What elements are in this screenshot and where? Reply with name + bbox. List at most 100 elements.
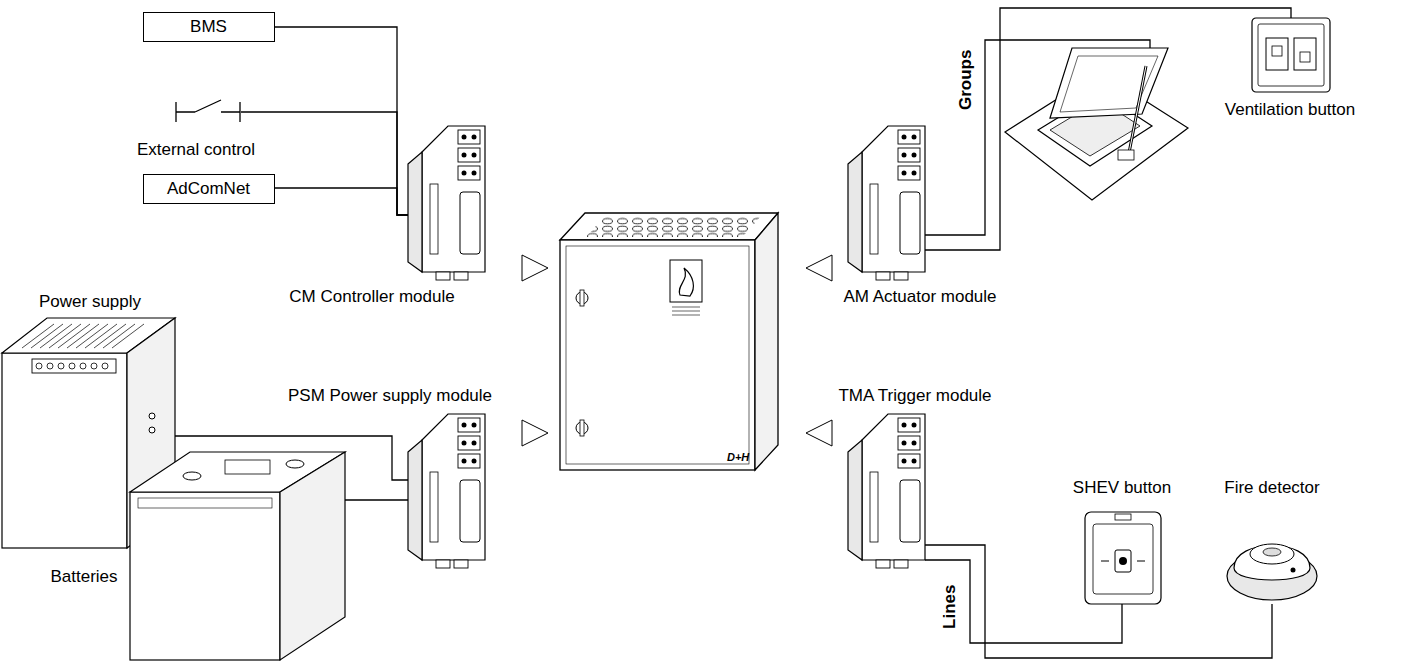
terminal-screw [912, 153, 917, 158]
battery-terminal [183, 472, 201, 480]
terminal-screw [36, 363, 42, 369]
terminal-strip [32, 359, 116, 373]
vent-slot [40, 324, 72, 348]
terminal-screw [58, 363, 64, 369]
arrow-marks [1101, 561, 1145, 562]
battery-side [280, 452, 345, 660]
cable-glands [584, 231, 748, 237]
vent-slot [58, 324, 90, 348]
module-slot [870, 472, 878, 542]
rocker [1266, 38, 1288, 70]
wire-label: Lines [940, 583, 960, 631]
wire-connector [925, 8, 1291, 250]
direction-triangle [522, 255, 548, 281]
component-label: Ventilation button [1225, 100, 1355, 120]
module-window [460, 480, 480, 542]
module-side [848, 152, 862, 272]
terminal-screw [462, 459, 467, 464]
terminal-screw [912, 459, 917, 464]
terminal-screw [472, 459, 477, 464]
terminal-block [898, 454, 920, 468]
vent-slot [31, 324, 63, 348]
chain-actuator [1128, 66, 1146, 158]
box-label: BMS [190, 17, 227, 37]
battery-pack: Batteries [130, 452, 345, 660]
shev-button: SHEV button [1085, 512, 1161, 604]
terminal-screw [80, 363, 86, 369]
module-slot [430, 472, 438, 542]
bottom-terminal [876, 560, 890, 568]
rocker-mark [1272, 46, 1282, 56]
terminal-block [898, 148, 920, 162]
direction-triangle [522, 420, 548, 446]
vent-slot [49, 324, 81, 348]
component-label: AM Actuator module [843, 287, 996, 307]
system-box: BMS [143, 12, 275, 42]
actuator-module: AM Actuator module [848, 122, 925, 282]
module-window [900, 192, 920, 254]
ventilation-button: Ventilation button [1252, 18, 1330, 92]
module-slot [430, 184, 438, 254]
bottom-terminal [894, 272, 908, 280]
module-drawing [848, 122, 925, 282]
trigger-module: TMA Trigger module [848, 410, 925, 570]
logo-line [672, 315, 700, 316]
terminal-screw [912, 171, 917, 176]
module-side [848, 440, 862, 560]
vent-drawing [1252, 18, 1330, 92]
roof-window [1005, 48, 1188, 200]
switch-symbol [176, 100, 240, 122]
terminal-block [458, 130, 480, 144]
cabinet-side [755, 213, 778, 470]
network-box: AdComNet [143, 174, 275, 204]
detector-drawing [1225, 518, 1319, 604]
controller-module: CM Controller module [408, 122, 485, 282]
module-body [862, 126, 925, 272]
direction-triangle [806, 420, 832, 446]
module-slot [870, 184, 878, 254]
wire-connector [275, 188, 408, 215]
push-button [1115, 550, 1131, 572]
lock-slot [580, 420, 584, 436]
switch-contact: External control [175, 96, 241, 128]
terminal-block [458, 454, 480, 468]
module-drawing [408, 410, 485, 570]
logo-flame [679, 268, 693, 296]
terminal-screw [902, 135, 907, 140]
brand-logo: D+H [727, 452, 749, 463]
module-drawing [408, 122, 485, 282]
component-label: SHEV button [1073, 478, 1171, 498]
battery-drawing [130, 452, 345, 660]
terminal-screw [91, 363, 97, 369]
button-glass [1093, 524, 1153, 594]
direction-triangle [806, 255, 832, 281]
terminal-screw [462, 423, 467, 428]
cable-glands [592, 217, 760, 231]
terminal-block [458, 436, 480, 450]
component-label: CM Controller module [289, 287, 454, 307]
status-led [149, 413, 155, 419]
rocker-mark [1300, 52, 1310, 62]
box-label: AdComNet [167, 179, 250, 199]
component-label: Batteries [50, 567, 117, 587]
terminal-screw [462, 441, 467, 446]
window-sash [1050, 48, 1168, 118]
fire-detector: Fire detector [1225, 518, 1319, 604]
module-window [900, 480, 920, 542]
terminal-block [898, 130, 920, 144]
button-frame [1252, 18, 1330, 92]
vent-slot [22, 324, 54, 348]
module-body [422, 126, 485, 272]
component-label: Fire detector [1224, 478, 1319, 498]
vent-slot [67, 324, 99, 348]
terminal-screw [462, 171, 467, 176]
terminal-block [898, 418, 920, 432]
bottom-terminal [454, 272, 468, 280]
component-label: Power supply [39, 292, 141, 312]
vent-slot [85, 324, 117, 348]
bottom-terminal [454, 560, 468, 568]
terminal-screw [902, 153, 907, 158]
vent-slot [76, 324, 108, 348]
